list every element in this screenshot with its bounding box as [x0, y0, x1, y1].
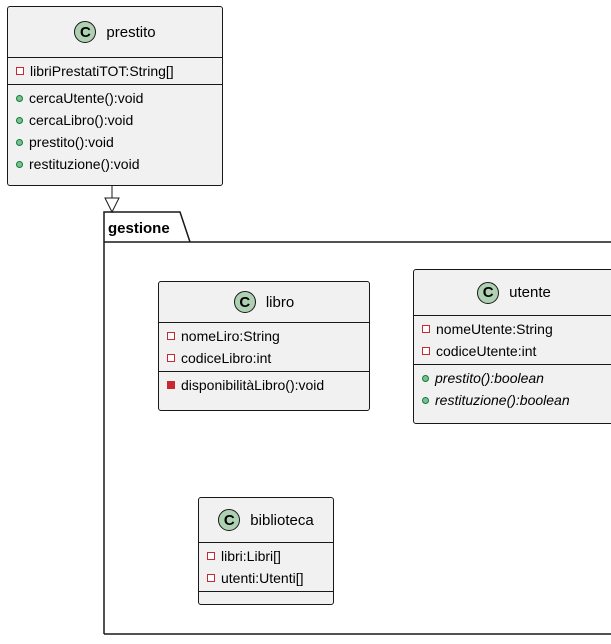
private-field-icon: [207, 552, 215, 560]
class-biblioteca[interactable]: C biblioteca libri:Libri[] utenti:Utenti…: [198, 497, 334, 605]
public-method-icon: [16, 160, 23, 168]
class-utente[interactable]: C utente nomeUtente:String codiceUtente:…: [413, 269, 611, 424]
field-row: codiceUtente:int: [414, 340, 611, 362]
class-stereotype-icon: C: [477, 281, 500, 304]
class-libro[interactable]: C libro nomeLiro:String codiceLibro:int …: [158, 281, 370, 411]
private-method-icon: [167, 381, 175, 389]
field-row: libriPrestatiTOT:String[]: [8, 60, 222, 82]
class-name: utente: [509, 284, 551, 301]
relation-arrowhead: [104, 197, 120, 214]
class-stereotype-icon: C: [218, 509, 241, 531]
method-row: prestito():void: [8, 131, 222, 153]
public-method-icon: [16, 138, 23, 146]
method-row: restituzione():void: [8, 153, 222, 175]
method-row: disponibilitàLibro():void: [159, 374, 369, 396]
fields-section: nomeUtente:String codiceUtente:int: [414, 316, 611, 364]
class-name: biblioteca: [250, 511, 314, 529]
class-header: C prestito: [8, 7, 222, 58]
methods-section: [199, 591, 333, 600]
methods-section: cercaUtente():void cercaLibro():void pre…: [8, 84, 222, 177]
field-row: nomeUtente:String: [414, 318, 611, 340]
method-row: cercaUtente():void: [8, 87, 222, 109]
private-field-icon: [16, 67, 24, 75]
public-method-icon: [422, 374, 429, 382]
class-header: C biblioteca: [199, 498, 333, 543]
public-method-icon: [422, 396, 429, 404]
class-stereotype-icon: C: [74, 21, 97, 43]
methods-section: disponibilitàLibro():void: [159, 371, 369, 398]
class-header: C libro: [159, 282, 369, 323]
fields-section: libri:Libri[] utenti:Utenti[]: [199, 543, 333, 591]
method-row: cercaLibro():void: [8, 109, 222, 131]
package-gestione-border: [103, 211, 611, 635]
private-field-icon: [207, 574, 215, 582]
public-method-icon: [16, 94, 23, 102]
field-row: nomeLiro:String: [159, 325, 369, 347]
class-prestito[interactable]: C prestito libriPrestatiTOT:String[] cer…: [7, 6, 223, 186]
private-field-icon: [422, 325, 430, 333]
field-row: libri:Libri[]: [199, 545, 333, 567]
private-field-icon: [167, 332, 175, 340]
class-stereotype-icon: C: [233, 291, 256, 313]
private-field-icon: [167, 354, 175, 362]
public-method-icon: [16, 116, 23, 124]
method-row: restituzione():boolean: [414, 389, 611, 411]
field-row: utenti:Utenti[]: [199, 567, 333, 589]
field-row: codiceLibro:int: [159, 347, 369, 369]
private-field-icon: [422, 347, 430, 355]
class-name: prestito: [106, 23, 156, 41]
fields-section: libriPrestatiTOT:String[]: [8, 58, 222, 84]
class-name: libro: [265, 293, 295, 311]
methods-section: prestito():boolean restituzione():boolea…: [414, 364, 611, 413]
package-title: gestione: [108, 220, 170, 237]
class-header: C utente: [414, 270, 611, 316]
method-row: prestito():boolean: [414, 367, 611, 389]
fields-section: nomeLiro:String codiceLibro:int: [159, 323, 369, 371]
